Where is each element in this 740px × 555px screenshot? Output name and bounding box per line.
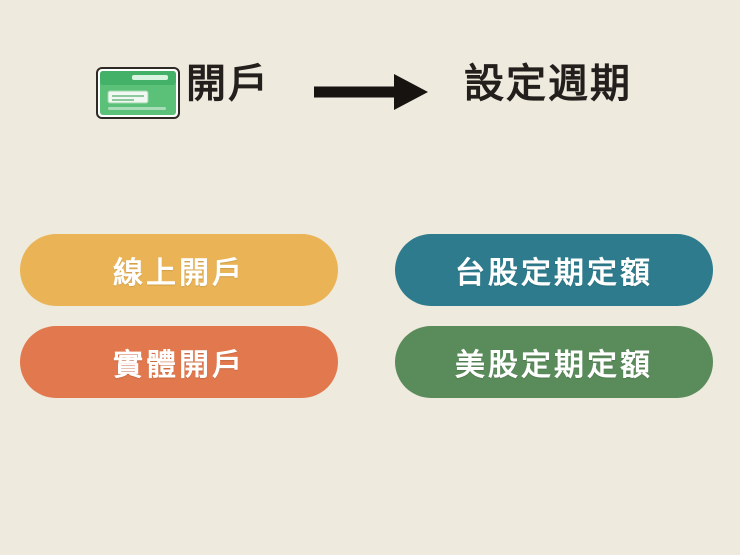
button-physical-account[interactable]: 實體開戶 [20,326,338,398]
button-us-stock-plan[interactable]: 美股定期定額 [395,326,713,398]
right-arrow-icon [312,70,430,114]
header-row: 開戶 設定週期 [0,48,740,128]
header-label-open-account: 開戶 [186,61,270,107]
button-tw-stock-plan[interactable]: 台股定期定額 [395,234,713,306]
header-label-set-cycle: 設定週期 [464,61,632,107]
button-online-account[interactable]: 線上開戶 [20,234,338,306]
bank-card-icon [96,67,180,119]
